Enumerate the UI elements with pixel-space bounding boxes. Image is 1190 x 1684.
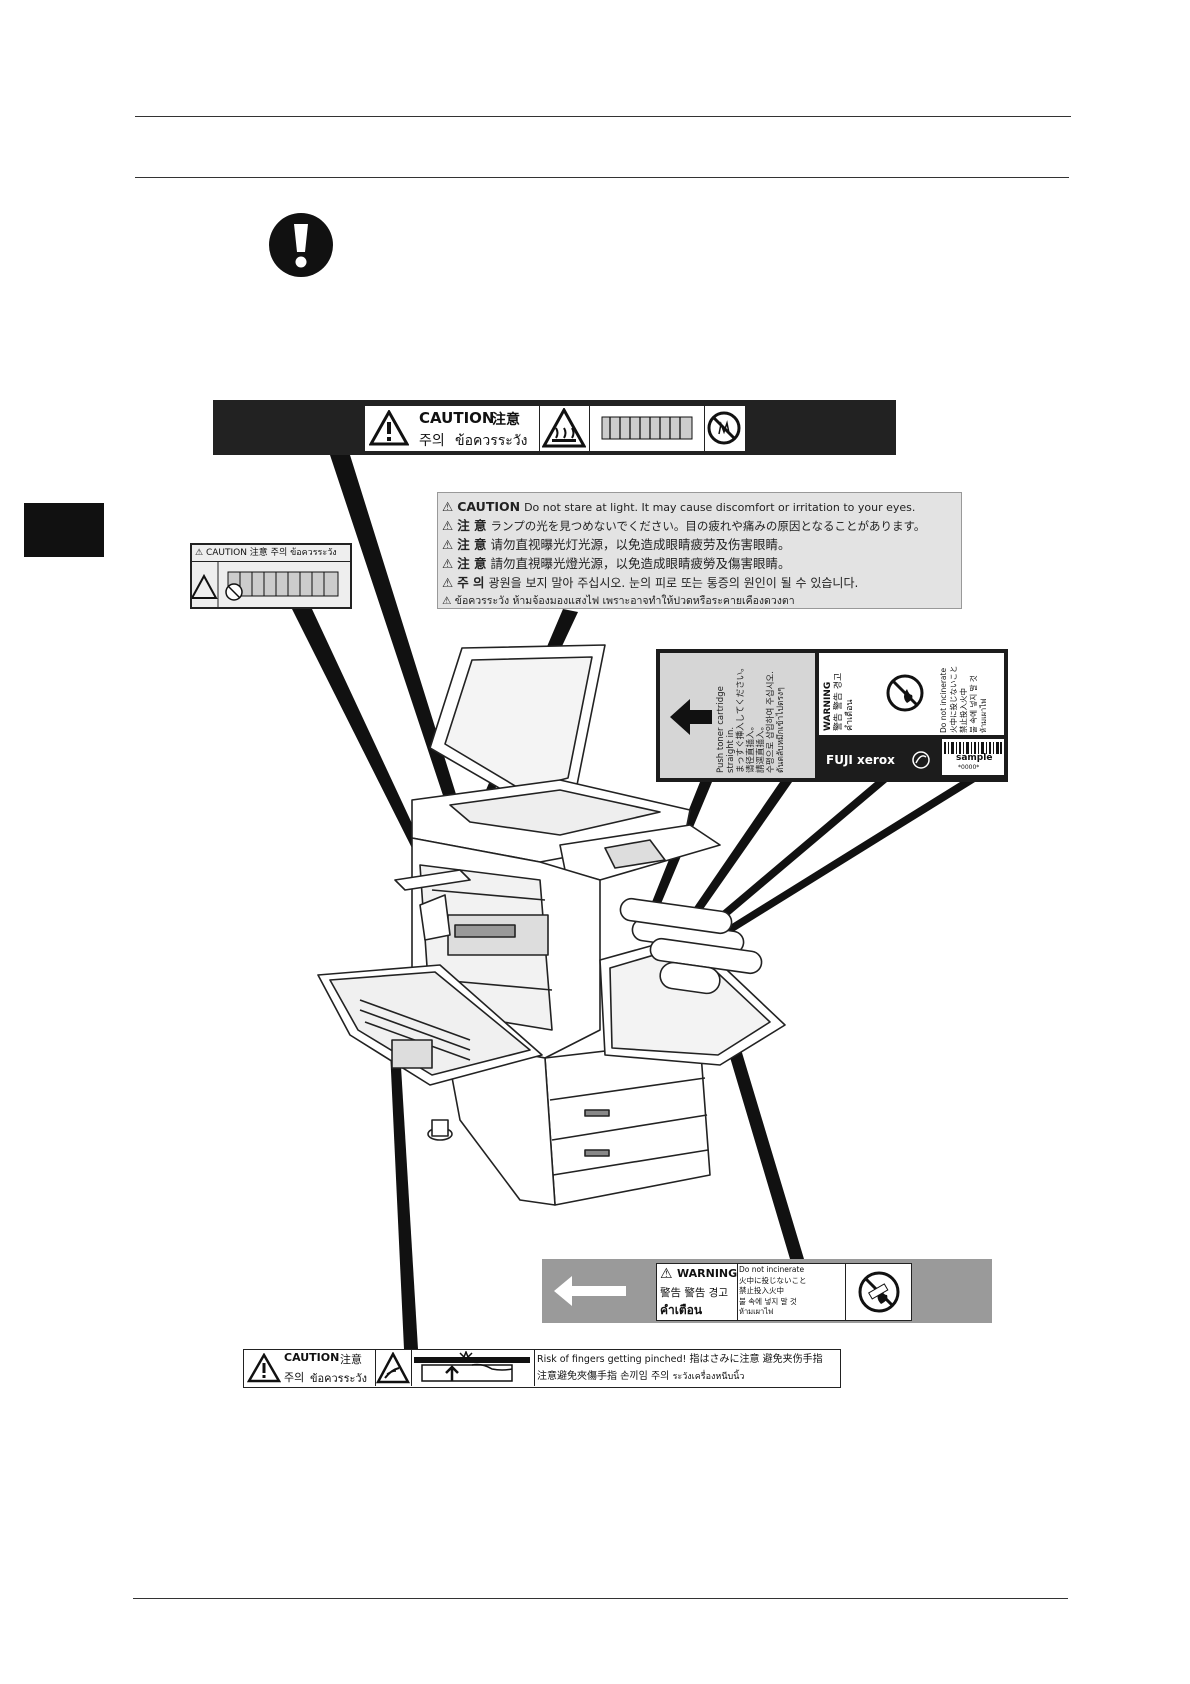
warning-triangle-icon: ⚠ (442, 575, 454, 590)
barcode-graphic (944, 742, 1002, 754)
warning-triangle-icon: ⚠ (660, 1266, 673, 1282)
barcode-sticker: sample *0000* (942, 739, 1004, 775)
toner-band-icon-cell (845, 1264, 912, 1320)
caution-th: ข้อควรระวัง (455, 433, 528, 449)
toner-band-label: ⚠ WARNING 警告 警告 경고 คำเตือน Do not incine… (656, 1263, 912, 1321)
warning-triangle-icon (247, 1353, 281, 1383)
fuser-warning-graphic (192, 562, 339, 608)
warning-triangle-icon: ⚠ (442, 499, 454, 514)
caution-hot-surface-band: CAUTION 注意 주의 ข้อควรระวัง (213, 400, 896, 455)
warning-triangle-icon: ⚠ (442, 556, 454, 571)
caution-word: CAUTION (419, 409, 495, 427)
toner-push-text: Push toner cartridge straight in. まっすぐ挿入… (716, 663, 786, 773)
arrow-left-icon (670, 699, 712, 735)
fuser-unit-icon (601, 416, 693, 440)
warning-triangle-icon: ⚠ (195, 548, 204, 558)
toner-incinerate-text: Do not incinerate 火中に投じないこと 禁止投入火中 불 속에 … (939, 665, 988, 734)
hot-surface-icon (542, 408, 586, 448)
fuser-caution-label: ⚠ CAUTION 注意 주의 ข้อควรระวัง (190, 543, 352, 609)
toner-warning-band: ⚠ WARNING 警告 警告 경고 คำเตือน Do not incine… (542, 1259, 992, 1323)
brand-logo-icon (912, 751, 930, 769)
toner-warning-text: WARNING 警告 警告 경고 คำเตือน (823, 672, 855, 731)
toner-warning-panel: WARNING 警告 警告 경고 คำเตือน Do not incinera… (819, 653, 1004, 735)
warning-triangle-icon: ⚠ (442, 537, 454, 552)
finger-pinch-caution-label: CAUTION 注意 주의 ข้อควรระวัง Risk of fin (243, 1349, 841, 1388)
hand-pinch-graphic (414, 1351, 530, 1382)
pinch-hazard-icon (376, 1352, 410, 1384)
no-touch-icon (707, 411, 741, 445)
chapter-tab (24, 503, 104, 557)
pinch-icon-cell (375, 1350, 412, 1386)
warning-triangle-icon: ⚠ (442, 518, 454, 533)
light-line-ko: ⚠ 주 의 광원을 보지 말아 주십시오. 눈의 피로 또는 통증의 원인이 될… (442, 575, 859, 591)
caution-hot-label: CAUTION 注意 주의 ข้อควรระวัง (364, 405, 746, 452)
caution-ko: 주의 (419, 433, 445, 449)
barcode-number: *0000* (958, 764, 980, 771)
brand-logo-text: FUJI xerox (826, 753, 895, 767)
no-fire-icon (886, 674, 924, 712)
light-line-cn-simplified: ⚠ 注 意 请勿直视曝光灯光源，以免造成眼睛疲劳及伤害眼睛。 (442, 537, 791, 552)
pinch-text-cell: Risk of fingers getting pinched! 指はさみに注意… (537, 1354, 823, 1382)
toner-band-warning: ⚠ WARNING 警告 警告 경고 คำเตือน (657, 1264, 738, 1320)
barcode-word: sample (956, 753, 993, 763)
no-fire-icon (858, 1271, 900, 1313)
fuser-label-header: ⚠ CAUTION 注意 주의 ข้อควรระวัง (192, 545, 350, 562)
light-line-en: ⚠ CAUTION Do not stare at light. It may … (442, 499, 916, 515)
warning-triangle-icon: ⚠ (442, 595, 452, 607)
exposure-lamp-caution-label: ⚠ CAUTION Do not stare at light. It may … (437, 492, 962, 609)
toner-push-panel: Push toner cartridge straight in. まっすぐ挿入… (660, 653, 815, 778)
footer-rule (133, 1598, 1068, 1599)
warning-triangle-icon (369, 410, 409, 446)
exclamation-circle-icon (269, 213, 333, 277)
toner-band-incinerate: Do not incinerate 火中に投じないこと 禁止投入火中 불 속에 … (739, 1265, 807, 1316)
light-line-cn-traditional: ⚠ 注 意 請勿直視曝光燈光源，以免造成眼睛疲勞及傷害眼睛。 (442, 556, 791, 571)
light-line-th: ⚠ ข้อควรระวัง ห้ามจ้องมองแสงไฟ เพราะอาจท… (442, 595, 795, 607)
header-rule-bottom (135, 177, 1069, 178)
header-rule-top (135, 116, 1071, 117)
pinch-graphic-cell (411, 1350, 535, 1386)
pinch-caution-cell: CAUTION 注意 주의 ข้อควรระวัง (244, 1350, 376, 1386)
caution-cn: 注意 (492, 412, 520, 428)
toner-cartridge-label: Push toner cartridge straight in. まっすぐ挿入… (656, 649, 1008, 782)
arrow-left-icon (554, 1276, 626, 1306)
light-line-ja: ⚠ 注 意 ランプの光を見つめないでください。目の疲れや痛みの原因となることがあ… (442, 518, 926, 534)
